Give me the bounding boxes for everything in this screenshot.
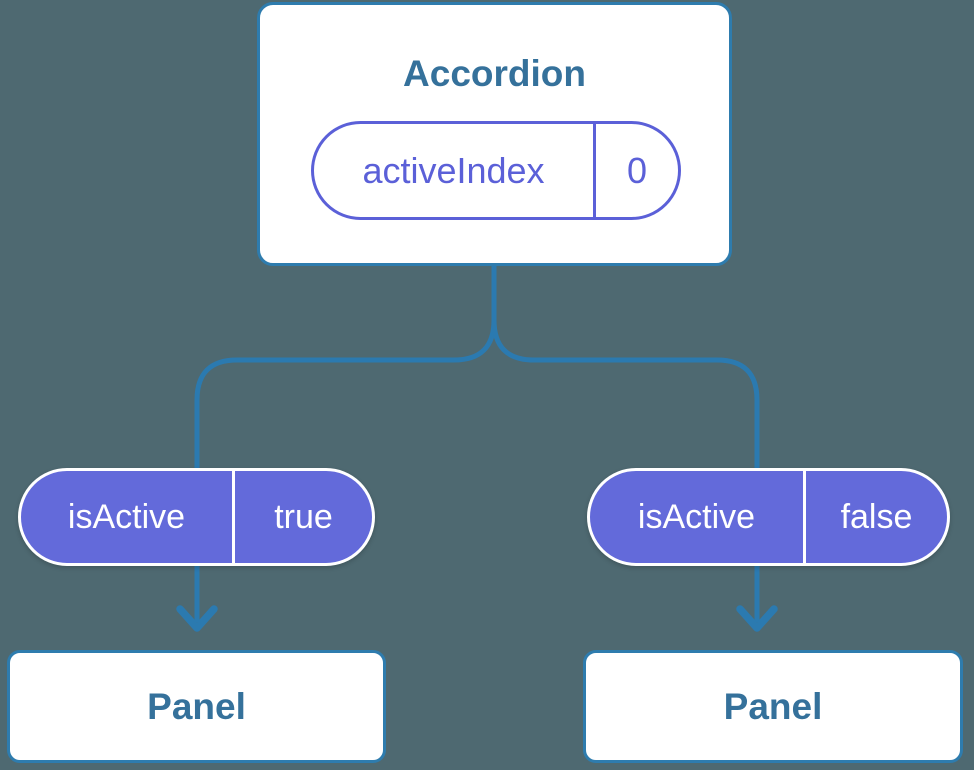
prop-pill-isactive-false: isActive false [587,468,950,566]
accordion-node: Accordion activeIndex 0 [257,2,732,266]
panel-node-left: Panel [7,650,386,763]
state-pill-value: 0 [626,149,648,191]
arrow-down-left-icon [176,605,218,632]
connector-left-branch [194,265,497,622]
accordion-node-title: Accordion [403,53,586,94]
prop-pill-value: true [274,497,333,536]
panel-node-right: Panel [583,650,963,763]
prop-pill-value: false [840,497,913,536]
prop-pill-isactive-true: isActive true [18,468,375,566]
connector-right-branch [491,265,760,622]
panel-node-title: Panel [723,685,823,727]
prop-pill-label: isActive [590,471,806,563]
state-pill-label: activeIndex [314,124,596,217]
arrow-down-right-icon [736,605,778,632]
panel-node-title: Panel [147,685,246,727]
state-pill-activeindex: activeIndex 0 [311,121,681,220]
prop-pill-label: isActive [21,471,235,563]
